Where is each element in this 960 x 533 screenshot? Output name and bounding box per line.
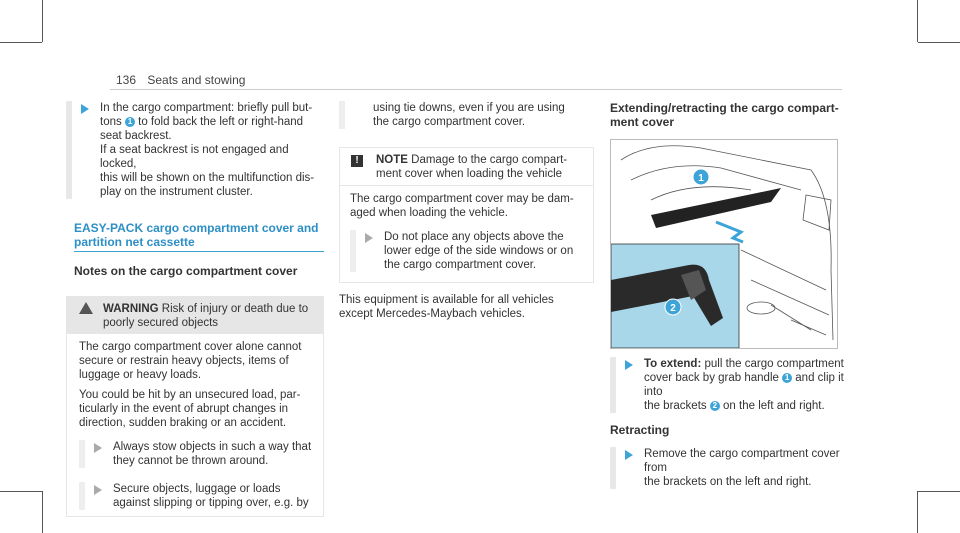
instruction-step: Remove the cargo compartment cover from … [610, 447, 865, 489]
callout-1: 1 [698, 173, 704, 184]
crop-mark [42, 0, 43, 42]
column-3-lower: To extend: pull the cargo compartment co… [610, 357, 865, 503]
step-arrow-icon [365, 233, 373, 243]
step-arrow-icon [625, 360, 633, 370]
text-line: In the cargo compartment: briefly pull b… [100, 102, 313, 114]
column-3: Extending/retracting the cargo compart- … [610, 101, 865, 129]
crop-mark [42, 491, 43, 533]
step-arrow-icon [94, 485, 102, 495]
instruction-step: To extend: pull the cargo compartment co… [610, 357, 865, 413]
text-line: seat backrest. [100, 130, 172, 142]
subheading: Notes on the cargo compartment cover [74, 264, 298, 278]
crop-mark [917, 491, 918, 533]
callout-badge-2: 2 [709, 401, 720, 411]
instruction-step: Secure objects, luggage or loads against… [79, 482, 315, 510]
callout-badge-1: 1 [124, 117, 135, 127]
step-arrow-icon [625, 450, 633, 460]
column-2: using tie downs, even if you are using t… [339, 101, 594, 321]
header-rule [110, 89, 842, 90]
section-title: Seats and stowing [147, 73, 246, 87]
continued-step: using tie downs, even if you are using t… [339, 101, 594, 129]
note-body: The cargo compartment cover may be dam- … [340, 186, 593, 282]
subheading: Retracting [610, 423, 670, 437]
warning-triangle-icon [79, 302, 93, 314]
cargo-compartment-drawing: 1 2 [611, 145, 834, 348]
note-box: ! NOTE Damage to the cargo compart- ment… [339, 147, 594, 283]
section-heading: Extending/retracting the cargo compart- … [610, 101, 839, 129]
crop-mark [918, 42, 960, 43]
page-header: 136 Seats and stowing [116, 73, 245, 87]
note-label: NOTE [376, 154, 408, 166]
column-1: In the cargo compartment: briefly pull b… [66, 101, 324, 517]
callout-badge-1: 1 [782, 373, 793, 383]
crop-mark [0, 42, 42, 43]
note-header: ! NOTE Damage to the cargo compart- ment… [340, 148, 593, 186]
callout-2: 2 [670, 303, 676, 314]
instruction-step: Always stow objects in such a way that t… [79, 440, 315, 468]
warning-header: WARNING Risk of injury or death due to p… [67, 297, 323, 334]
step-arrow-icon [81, 104, 89, 114]
page-number: 136 [116, 73, 137, 87]
warning-body: The cargo compartment cover alone cannot… [67, 334, 323, 516]
text-line: play on the instrument cluster. [100, 186, 253, 198]
paragraph: This equipment is available for all vehi… [339, 294, 554, 320]
crop-mark [918, 491, 960, 492]
step-arrow-icon [94, 443, 102, 453]
crop-mark [0, 491, 42, 492]
warning-box: WARNING Risk of injury or death due to p… [66, 296, 324, 517]
section-heading: EASY-PACK cargo compartment cover and pa… [74, 221, 324, 252]
text-line: If a seat backrest is not engaged and lo… [100, 144, 289, 170]
crop-mark [917, 0, 918, 42]
warning-label: WARNING [103, 303, 159, 315]
text-line: tons 1 to fold back the left or right-ha… [100, 116, 304, 128]
text-line: this will be shown on the multifunction … [100, 172, 315, 184]
cargo-cover-illustration: 1 2 [610, 139, 838, 349]
instruction-step: Do not place any objects above the lower… [350, 230, 585, 272]
exclamation-icon: ! [351, 155, 363, 167]
instruction-step: In the cargo compartment: briefly pull b… [66, 101, 324, 199]
